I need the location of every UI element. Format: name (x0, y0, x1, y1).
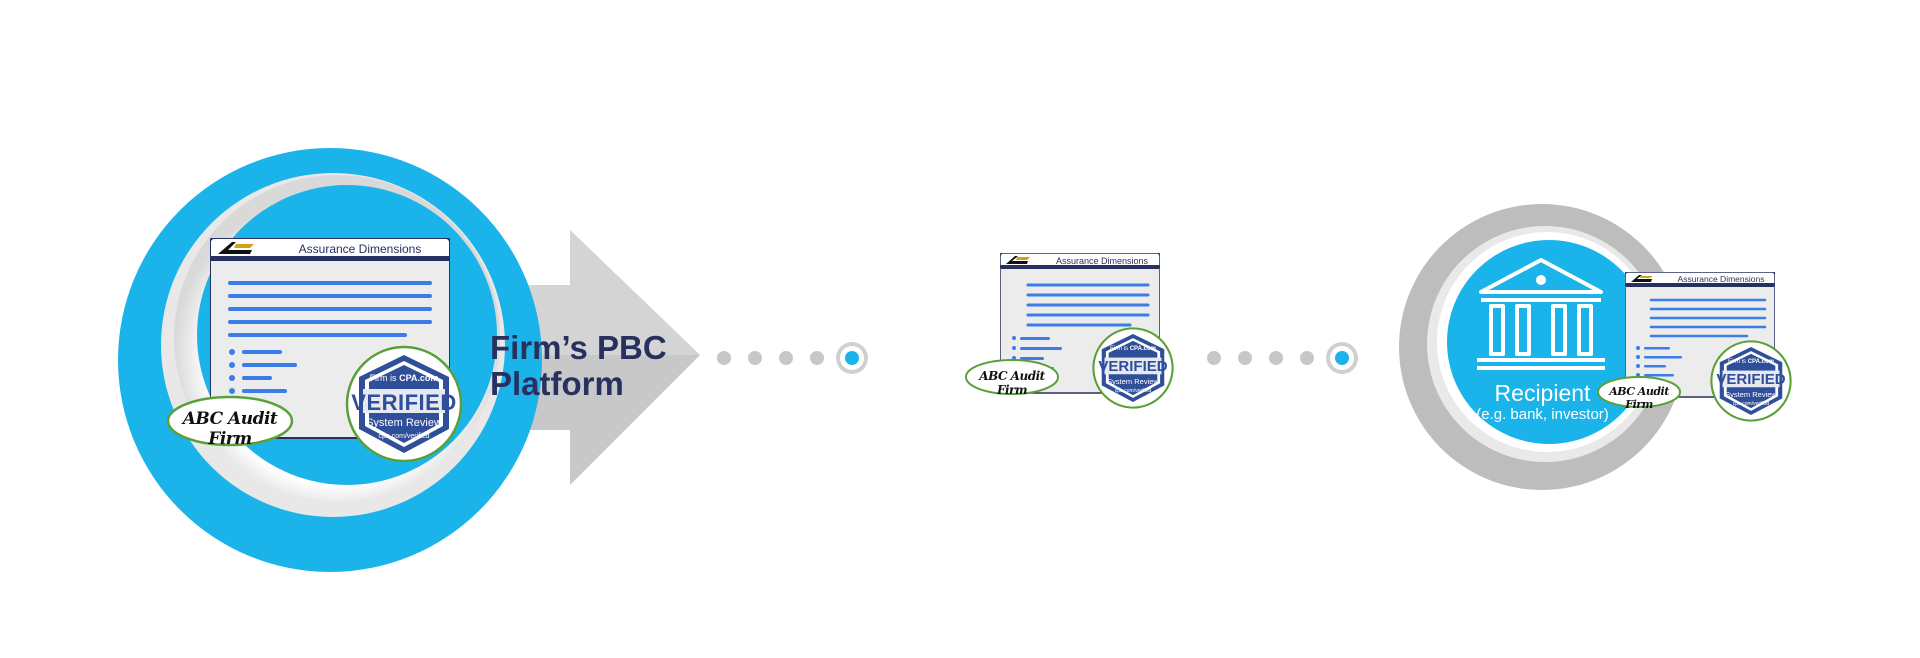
badge-brand-text: CPA.com (1129, 346, 1156, 352)
assurance-dimensions-logo-icon (1006, 256, 1030, 264)
badge-main-text: VERIFIED (1098, 358, 1168, 375)
document-header-title: Assurance Dimensions (1056, 256, 1149, 266)
document-header-title: Assurance Dimensions (1678, 274, 1765, 284)
assurance-dimensions-logo-icon (1631, 275, 1653, 282)
document-window-small: Assurance Dimensions (1625, 272, 1775, 398)
firm-signature-text: ABC Audit Firm (1609, 385, 1669, 411)
document-text-lines (228, 281, 432, 337)
badge-top-text: Firm is (369, 373, 397, 383)
badge-url-text: cpa.com/verified (1114, 388, 1152, 394)
badge-sub-text: System Review (366, 417, 442, 429)
recipient-title: Recipient (1494, 380, 1591, 406)
verified-badge: Firm is CPA.com VERIFIED System Review c… (345, 345, 463, 463)
arrow-label-line1: Firm’s PBC (490, 329, 667, 366)
cpa-verified-badge-icon (1092, 327, 1174, 409)
badge-url-text: cpa.com/verified (378, 433, 430, 440)
badge-brand-text: CPA.com (1747, 359, 1774, 365)
stage-recipient: Recipient (e.g. bank, investor) Assuranc… (1390, 200, 1810, 500)
cpa-verified-badge-icon (1710, 340, 1792, 422)
firm-signature-text: ABC Audit Firm (182, 409, 278, 449)
badge-main-text: VERIFIED (351, 390, 457, 415)
arrow-label-line2: Platform (490, 365, 624, 402)
verified-badge: Firm is CPA.com VERIFIED System Review c… (1710, 340, 1792, 422)
badge-main-text: VERIFIED (1716, 371, 1786, 388)
badge-brand-text: CPA.com (399, 373, 439, 383)
arrow-label: Firm’s PBC Platform (490, 330, 690, 402)
verified-badge: Firm is CPA.com VERIFIED System Review c… (1092, 327, 1174, 409)
connector-dots-2 (1207, 342, 1358, 374)
stage-shared-document: Assurance Dimensions ABC Audit Firm (960, 250, 1180, 420)
firm-signature-oval: ABC Audit Firm (166, 395, 294, 449)
firm-signature-oval: ABC Audit Firm (1596, 375, 1682, 411)
badge-sub-text: System Review (1107, 377, 1159, 386)
badge-top-text: Firm is (1728, 359, 1747, 365)
stage-firm-platform: Assurance Dimensions ABC Audit Firm (0, 0, 800, 658)
recipient-subtitle: (e.g. bank, investor) (1476, 406, 1609, 423)
firm-signature-text: ABC Audit Firm (979, 369, 1045, 397)
assurance-dimensions-logo-icon (218, 242, 254, 254)
firm-signature-oval: ABC Audit Firm (964, 358, 1060, 397)
document-header-title: Assurance Dimensions (299, 242, 422, 256)
badge-url-text: cpa.com/verified (1732, 401, 1770, 407)
document-bullets (229, 349, 297, 394)
badge-sub-text: System Review (1725, 390, 1777, 399)
connector-dots-1 (717, 342, 868, 374)
bank-building-icon (1477, 258, 1605, 370)
badge-top-text: Firm is (1110, 346, 1129, 352)
cpa-verified-badge-icon (345, 345, 463, 463)
